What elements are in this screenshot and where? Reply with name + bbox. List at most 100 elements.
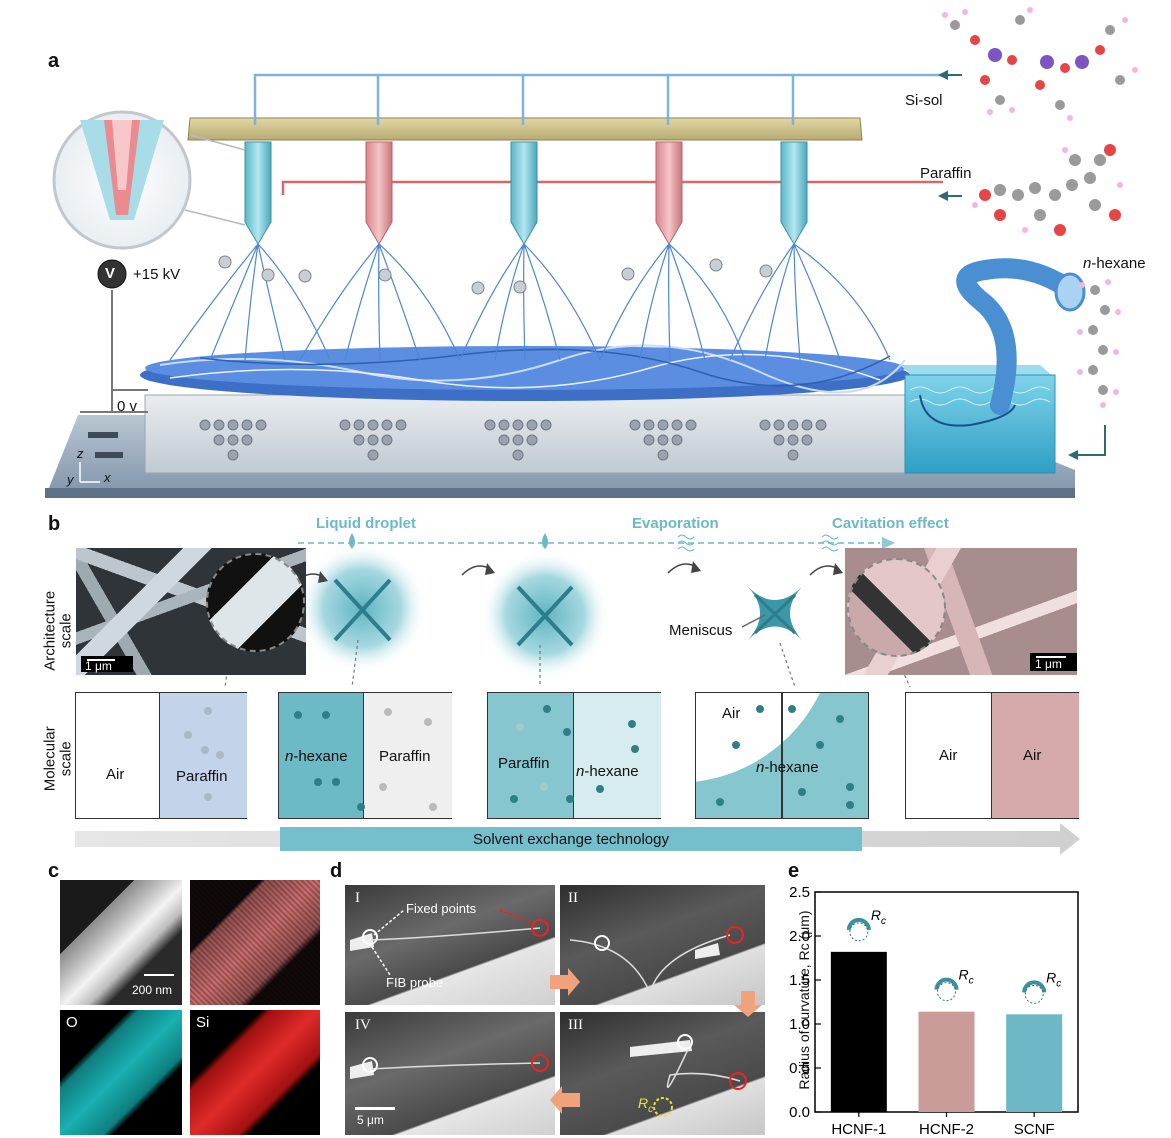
scalebar-right: 1 μm <box>1030 653 1077 671</box>
rc-circle-icon <box>849 922 869 942</box>
x-tick-label: HCNF-1 <box>831 1121 886 1138</box>
scalebar-left-label: 1 μm <box>85 659 112 673</box>
y-tick-label: 1.5 <box>789 972 810 989</box>
n-hexane-molecule <box>1077 279 1121 408</box>
paraffin-molecule <box>972 144 1123 236</box>
panel-d-letter: d <box>330 860 343 882</box>
voltage-label: +15 kV <box>133 266 181 283</box>
scalebar-left: 1 μm <box>81 656 133 673</box>
bar-scnf <box>1006 1014 1063 1112</box>
fib-1-roman: I <box>355 890 360 906</box>
sem-right-zoom <box>847 558 946 657</box>
box1-paraffin: Paraffin <box>176 768 228 785</box>
fib-probe-label: FIB probe <box>386 975 444 990</box>
eds-o-label: O <box>66 1014 78 1031</box>
si-sol-label: Si-sol <box>905 92 943 109</box>
voltage-source <box>97 259 127 289</box>
x-tick-label: HCNF-2 <box>919 1121 974 1138</box>
rc-arc-icon <box>1022 980 1047 993</box>
axis-y-label: y <box>67 472 74 487</box>
sem-left-image: 1 μm <box>76 548 306 675</box>
box5-air-left: Air <box>939 747 958 764</box>
fib-2-roman: II <box>568 890 578 906</box>
liquid-droplet-label: Liquid droplet <box>316 515 416 532</box>
si-sol-molecule <box>942 7 1138 121</box>
evaporation-label: Evaporation <box>632 515 719 532</box>
mol-box-5: Air Air <box>905 692 1079 819</box>
fib-image-2: II <box>560 885 765 1005</box>
axis-z-label: z <box>77 446 84 461</box>
y-tick-label: 2.5 <box>789 884 810 901</box>
box5-air-right: Air <box>1023 747 1042 764</box>
fib-3-roman: III <box>568 1017 583 1033</box>
solvent-exchange-bar <box>280 827 862 851</box>
panel-b: b Architecture scale Molecular scale Liq… <box>0 505 1171 855</box>
y-tick-label: 0.0 <box>789 1104 810 1121</box>
rc-annotation: Rc <box>871 907 886 927</box>
eds-overlay-image <box>190 880 320 1005</box>
mol-box-2: n-hexane Paraffin <box>278 692 452 819</box>
nozzles <box>244 141 808 245</box>
bar-hcnf-2 <box>918 1011 975 1112</box>
panel-c: c 200 nm O Si <box>0 855 330 1138</box>
n-hexane-bath <box>900 365 1056 474</box>
panel-b-letter: b <box>48 513 61 535</box>
fib-4-roman: IV <box>355 1017 371 1033</box>
scalebar-c <box>144 974 174 976</box>
x-tick-label: SCNF <box>1014 1121 1055 1138</box>
panel-c-letter: c <box>48 860 60 882</box>
spinneret-rail <box>187 117 863 141</box>
voltage-symbol: V <box>105 265 116 282</box>
fib-image-4: IV 5 μm <box>345 1012 555 1135</box>
sem-fiber-image: 200 nm <box>60 880 182 1005</box>
panel-e-letter: e <box>788 860 800 882</box>
sem-right-image: 1 μm <box>845 548 1077 675</box>
collector-block <box>144 394 906 474</box>
fib-3-rc-label: Rc <box>638 1095 654 1115</box>
eds-si-map: Si <box>190 1010 320 1135</box>
eds-o-map: O <box>60 1010 182 1135</box>
rc-arc-icon <box>934 977 959 990</box>
panel-a: a <box>0 0 1171 505</box>
fib-image-1: I <box>345 885 555 1005</box>
scalebar-c-label: 200 nm <box>132 983 173 997</box>
scalebar-right-label: 1 μm <box>1035 657 1062 671</box>
cavitation-label: Cavitation effect <box>832 515 949 532</box>
scalebar-d-label: 5 μm <box>357 1113 384 1127</box>
panel-d: d I II IV 5 μm III Rc <box>330 855 770 1138</box>
rc-circle-icon <box>1024 984 1044 1004</box>
axis-x-label: x <box>104 470 111 485</box>
fiber-jets <box>169 243 891 361</box>
box2-n-hexane: n-hexane <box>285 748 348 765</box>
fib-overlays <box>350 909 762 1117</box>
fiber-mat <box>140 344 910 401</box>
paraffin-label: Paraffin <box>920 165 972 182</box>
rc-circle-icon <box>937 982 956 1002</box>
meniscus-label: Meniscus <box>669 622 733 639</box>
fib-image-3: III Rc <box>560 1012 765 1135</box>
electrospinning-illustration <box>45 7 1138 498</box>
rc-arc-icon <box>846 917 871 931</box>
n-hexane-label: n-hexane <box>1083 255 1146 272</box>
scalebar-d <box>355 1107 395 1110</box>
mol-box-4: Air n-hexane <box>695 692 869 819</box>
rc-annotation: Rc <box>959 967 974 987</box>
box3-n-hexane: n-hexane <box>576 763 639 780</box>
box1-air: Air <box>106 766 125 783</box>
y-tick-label: 2.0 <box>789 928 810 945</box>
sem-left-zoom <box>206 553 305 652</box>
mol-box-1: Air Paraffin <box>75 692 247 819</box>
panel-a-letter: a <box>48 50 60 72</box>
y-tick-label: 1.0 <box>789 1016 810 1033</box>
fixed-points-label: Fixed points <box>406 901 477 916</box>
mol-box-3: Paraffin n-hexane <box>487 692 661 819</box>
box2-paraffin: Paraffin <box>379 748 431 765</box>
box4-n-hexane: n-hexane <box>756 759 819 776</box>
rc-annotation: Rc <box>1046 969 1061 989</box>
solvent-exchange-label: Solvent exchange technology <box>473 831 669 848</box>
box4-air: Air <box>722 705 741 722</box>
box3-paraffin: Paraffin <box>498 755 550 772</box>
bar-hcnf-1 <box>830 951 887 1112</box>
